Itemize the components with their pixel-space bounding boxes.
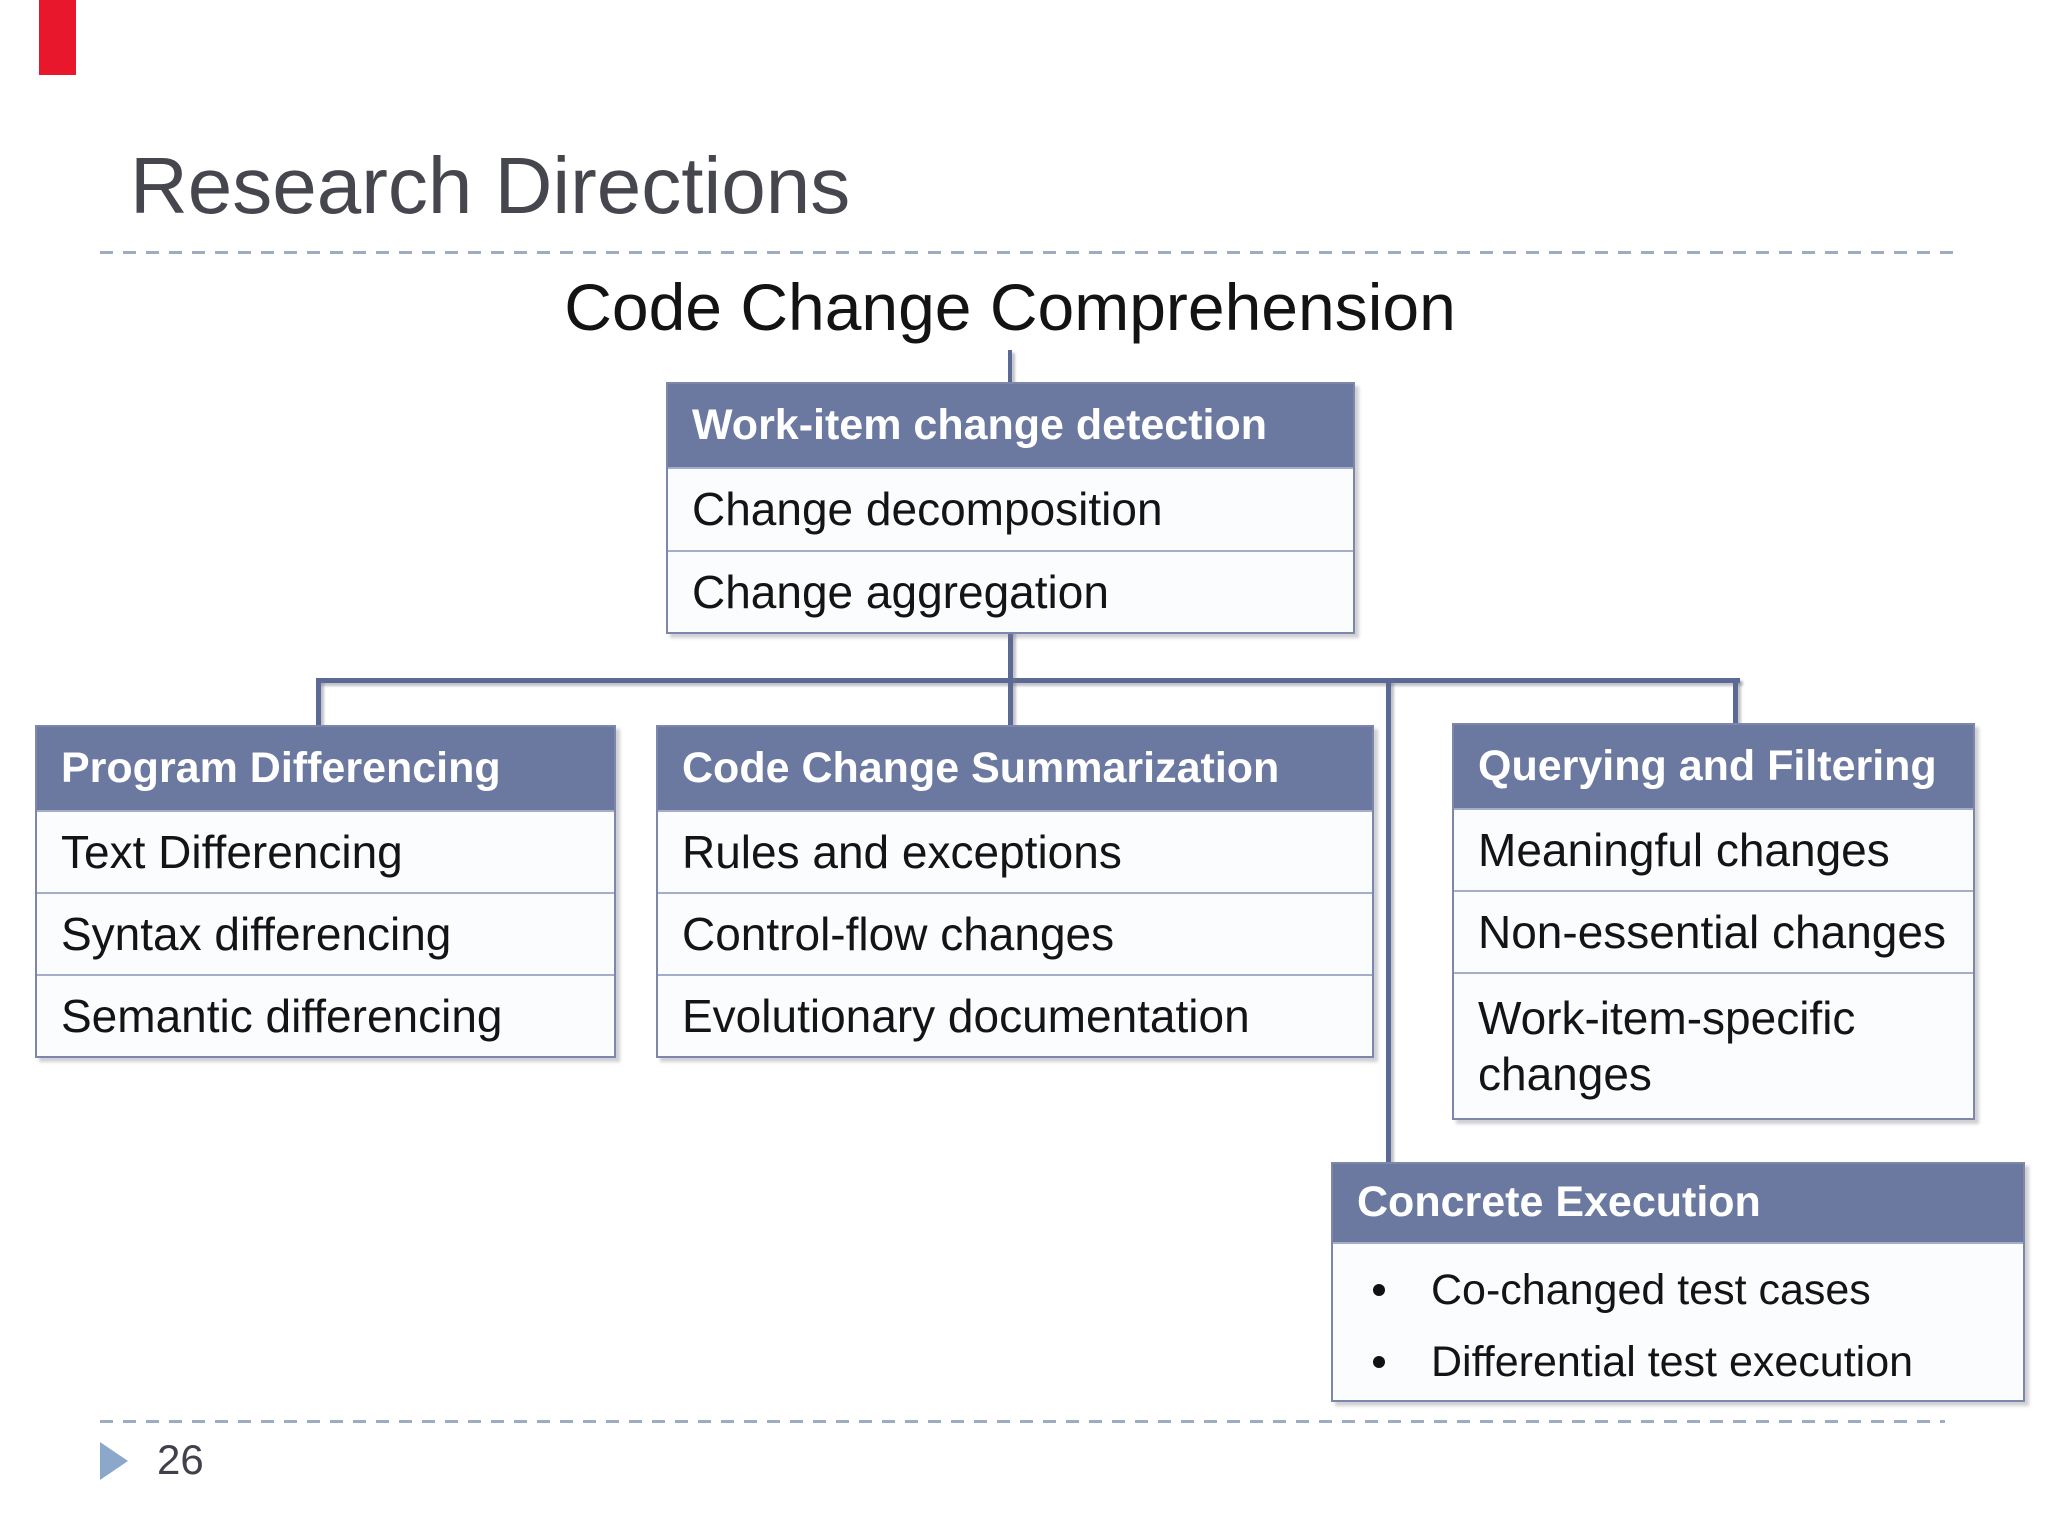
page-number-triangle-icon	[100, 1442, 128, 1480]
connector-horizontal-branch	[318, 678, 1740, 683]
box-row-change-decomposition: Change decomposition	[668, 467, 1353, 550]
box-header-concrete-execution: Concrete Execution	[1333, 1164, 2023, 1242]
box-row-rules-exceptions: Rules and exceptions	[658, 810, 1372, 892]
box-row-text-differencing: Text Differencing	[37, 810, 614, 892]
box-row-syntax-differencing: Syntax differencing	[37, 892, 614, 974]
bullet-item-differential-test-execution: Differential test execution	[1333, 1326, 2023, 1398]
footer-divider-dashed-line	[100, 1420, 1945, 1423]
box-header-querying-filtering: Querying and Filtering	[1454, 725, 1973, 808]
connector-drop-querying-filtering	[1733, 678, 1738, 725]
connector-drop-concrete-execution	[1386, 678, 1391, 1164]
box-querying-filtering: Querying and Filtering Meaningful change…	[1452, 723, 1975, 1120]
connector-drop-summarization	[1008, 630, 1013, 727]
bullet-dot-icon	[1373, 1356, 1385, 1368]
box-header-program-differencing: Program Differencing	[37, 727, 614, 810]
box-concrete-execution: Concrete Execution Co-changed test cases…	[1331, 1162, 2025, 1402]
bullet-item-co-changed-test-cases: Co-changed test cases	[1333, 1254, 2023, 1326]
slide-title: Research Directions	[130, 141, 851, 230]
title-divider-dashed-line	[100, 251, 1960, 254]
connector-drop-program-differencing	[316, 678, 321, 727]
box-row-work-item-specific-changes: Work-item-specific changes	[1454, 972, 1973, 1118]
bullet-dot-icon	[1373, 1284, 1385, 1296]
box-row-evolutionary-documentation: Evolutionary documentation	[658, 974, 1372, 1056]
bullet-text: Differential test execution	[1431, 1337, 1914, 1386]
box-row-non-essential-changes: Non-essential changes	[1454, 890, 1973, 972]
bullet-text: Co-changed test cases	[1431, 1265, 1871, 1314]
box-row-semantic-differencing: Semantic differencing	[37, 974, 614, 1056]
box-work-item-change-detection: Work-item change detection Change decomp…	[666, 382, 1355, 634]
connector-heading-to-top-box	[1008, 350, 1012, 384]
page-number: 26	[157, 1436, 204, 1483]
box-header-work-item: Work-item change detection	[668, 384, 1353, 467]
diagram-heading: Code Change Comprehension	[564, 270, 1456, 344]
box-body-concrete-execution: Co-changed test cases Differential test …	[1333, 1242, 2023, 1400]
box-program-differencing: Program Differencing Text Differencing S…	[35, 725, 616, 1058]
box-code-change-summarization: Code Change Summarization Rules and exce…	[656, 725, 1374, 1058]
box-row-change-aggregation: Change aggregation	[668, 550, 1353, 632]
red-accent-bar	[39, 0, 76, 75]
box-row-control-flow-changes: Control-flow changes	[658, 892, 1372, 974]
box-row-meaningful-changes: Meaningful changes	[1454, 808, 1973, 890]
box-header-summarization: Code Change Summarization	[658, 727, 1372, 810]
